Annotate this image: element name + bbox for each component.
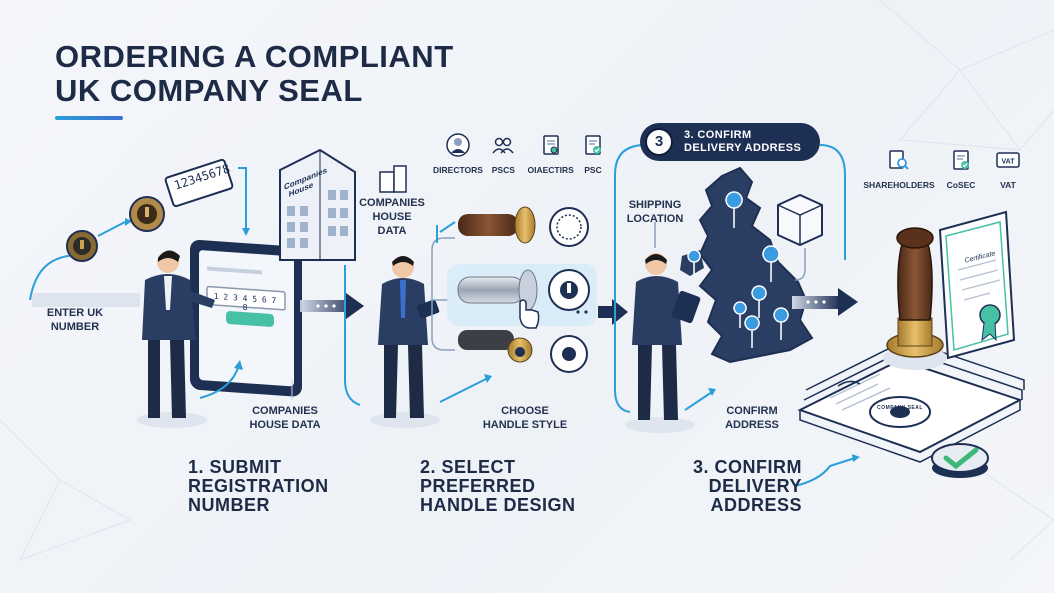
map-pin-icon xyxy=(687,191,789,349)
embossed-seal-icon xyxy=(550,335,588,373)
oiaectirs-item: OIAECTIRS xyxy=(527,133,575,179)
pointer-hand-icon xyxy=(519,299,540,329)
dark-handle-icon xyxy=(458,330,533,363)
title-underline xyxy=(55,116,123,120)
vat-item: VAT VAT xyxy=(990,148,1026,194)
flow-arrow-icon xyxy=(792,288,858,316)
enter-uk-number-label: ENTER UK NUMBER xyxy=(46,307,104,333)
step-number-badge: 3 xyxy=(645,128,673,156)
seal-text: COMPANY SEAL xyxy=(877,405,923,411)
uk-map-illustration xyxy=(680,166,814,364)
search-document-icon xyxy=(889,150,909,170)
shipping-location-label: SHIPPING LOCATION xyxy=(626,199,684,225)
companies-house-data-label: COMPANIES HOUSE DATA xyxy=(359,197,425,237)
choose-handle-style-label: CHOOSE HANDLE STYLE xyxy=(482,405,568,431)
seal-coin-icon xyxy=(66,230,98,262)
embossed-seal-icon xyxy=(549,207,589,247)
director-icon xyxy=(446,133,470,157)
businessman-icon xyxy=(137,250,215,428)
wooden-handle-icon xyxy=(458,206,536,244)
right-icon-row: SHAREHOLDERS CoSEC VAT VAT xyxy=(863,148,1026,194)
embossed-seal-icon xyxy=(548,269,590,311)
title-line-1: ORDERING A COMPLIANT xyxy=(55,39,454,74)
certificate-icon xyxy=(938,210,1016,360)
businessman-icon xyxy=(370,256,440,428)
office-building-icon xyxy=(379,165,407,193)
confirm-delivery-pill: 3 3. CONFIRM DELIVERY ADDRESS xyxy=(640,123,820,161)
shareholders-item: SHAREHOLDERS xyxy=(863,148,935,194)
top-icon-row: DIRECTORS PSCS OIAECTIRS PSC xyxy=(433,133,608,179)
background-polygons xyxy=(0,0,1054,561)
check-badge-icon xyxy=(931,443,989,478)
package-box-icon xyxy=(777,193,823,247)
companies-house-data-caption: COMPANIES HOUSE DATA xyxy=(249,405,321,431)
directors-item: DIRECTORS xyxy=(433,133,483,179)
seal-coin-icon xyxy=(129,196,165,232)
companies-house-building-icon xyxy=(279,148,356,261)
cosec-item: CoSEC xyxy=(941,148,981,194)
pill-text: 3. CONFIRM DELIVERY ADDRESS xyxy=(684,129,802,154)
psc-item: PSC xyxy=(578,133,608,179)
step-1-title: 1. SUBMIT REGISTRATION NUMBER xyxy=(188,457,329,515)
document-check-icon xyxy=(585,135,601,155)
pscs-item: PSCS xyxy=(483,133,523,179)
vat-icon: VAT xyxy=(996,152,1020,168)
businessman-icon xyxy=(625,253,701,433)
embossed-seal-icon xyxy=(869,396,931,428)
step-3-title: 3. CONFIRM DELIVERY ADDRESS xyxy=(692,457,802,515)
page-title: ORDERING A COMPLIANT UK COMPANY SEAL xyxy=(55,40,454,108)
people-icon xyxy=(492,137,514,154)
document-seal-icon xyxy=(542,135,559,155)
svg-text:VAT: VAT xyxy=(1002,159,1016,166)
document-check-icon xyxy=(953,150,969,170)
tablet-illustration xyxy=(190,239,302,397)
registration-number-tag xyxy=(164,158,234,208)
step-2-title: 2. SELECT PREFERRED HANDLE DESIGN xyxy=(420,457,576,515)
flow-arrow-icon xyxy=(300,293,364,319)
title-line-2: UK COMPANY SEAL xyxy=(55,73,363,108)
company-stamp-icon xyxy=(883,227,947,370)
confirm-address-label: CONFIRM ADDRESS xyxy=(725,405,779,431)
